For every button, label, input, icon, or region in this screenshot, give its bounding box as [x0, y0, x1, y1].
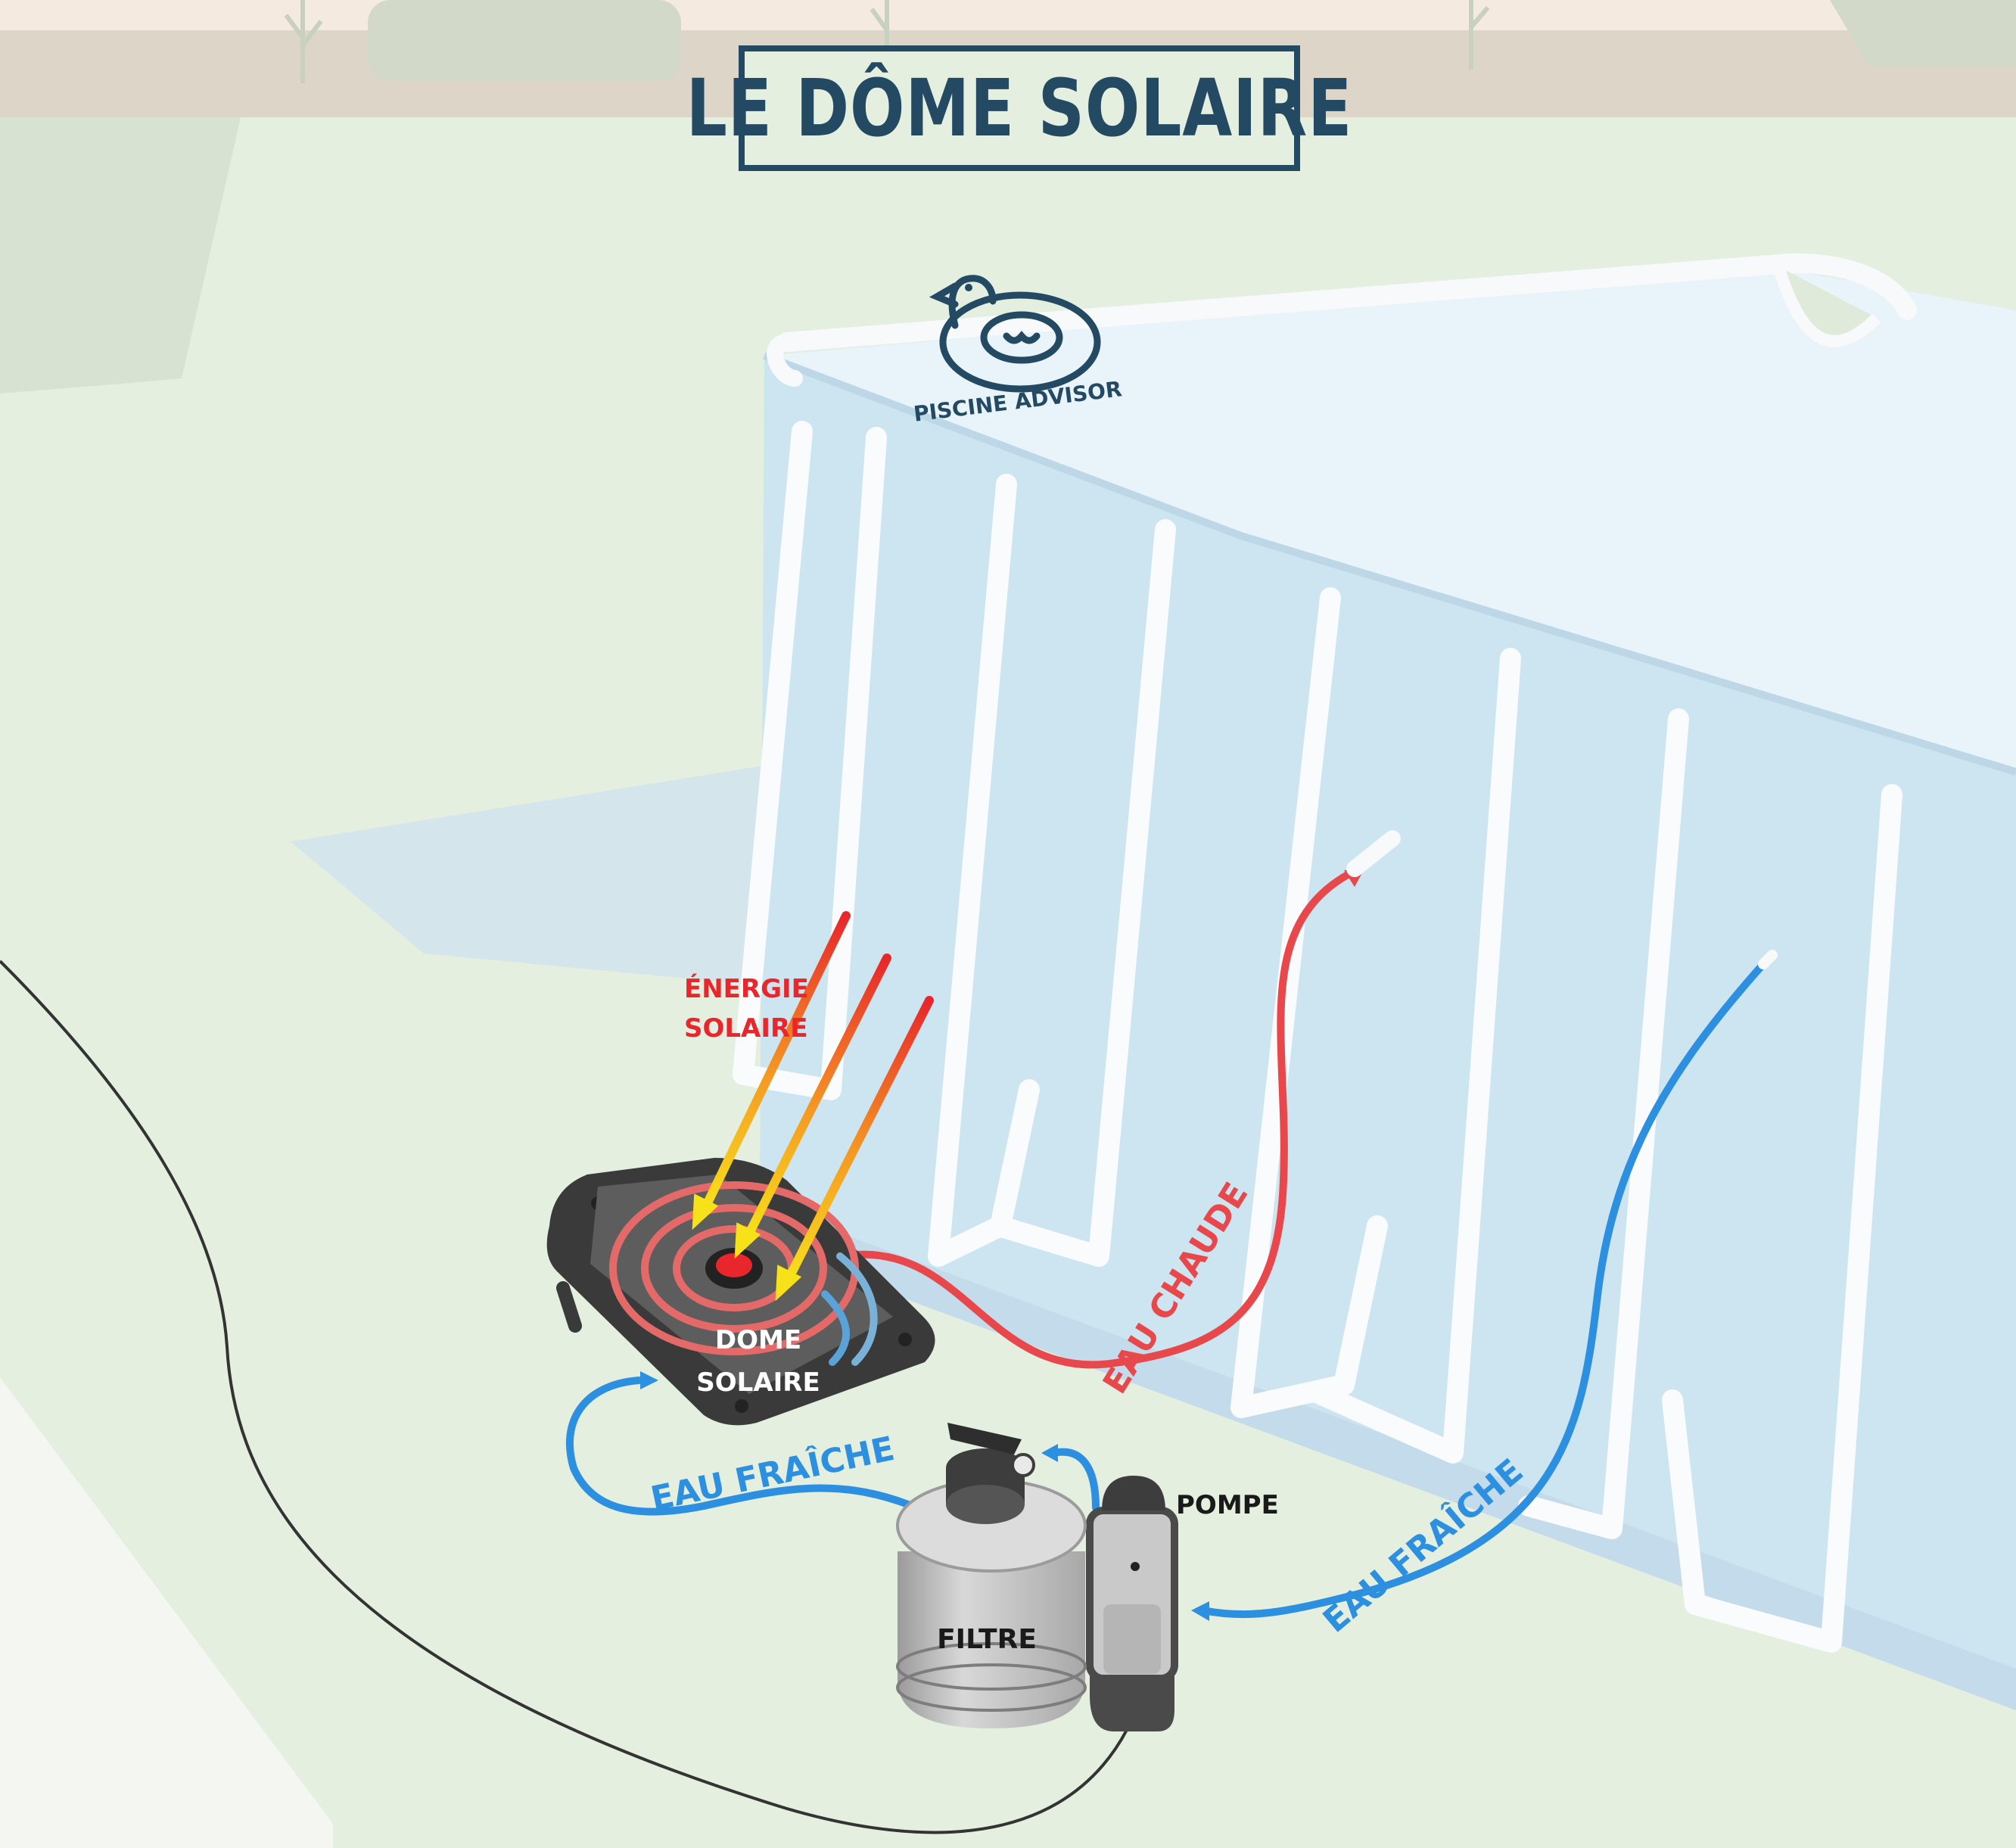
filter-pressure-gauge [1013, 1454, 1034, 1476]
pump-switch [1131, 1562, 1140, 1571]
label-filter: FILTRE [937, 1624, 1037, 1655]
fresh-water-inlet [1763, 955, 1772, 964]
duck-eye [965, 284, 972, 291]
filter-valve-bottom [946, 1485, 1025, 1524]
dome-center [716, 1253, 752, 1277]
label-dome-line1: DOME [715, 1325, 801, 1355]
dome-screw [735, 1399, 748, 1413]
label-solar-energy-line2: SOLAIRE [684, 1013, 807, 1044]
pump-panel [1103, 1604, 1161, 1674]
page-title: LE DÔME SOLAIRE [686, 62, 1353, 154]
title-box: LE DÔME SOLAIRE [739, 45, 1300, 171]
label-pump: POMPE [1176, 1490, 1279, 1520]
planter-left [368, 0, 681, 82]
label-solar-energy-line1: ÉNERGIE [684, 973, 809, 1004]
dome-screw [898, 1333, 912, 1346]
pump [1090, 1476, 1174, 1731]
label-dome-line2: SOLAIRE [696, 1367, 820, 1398]
